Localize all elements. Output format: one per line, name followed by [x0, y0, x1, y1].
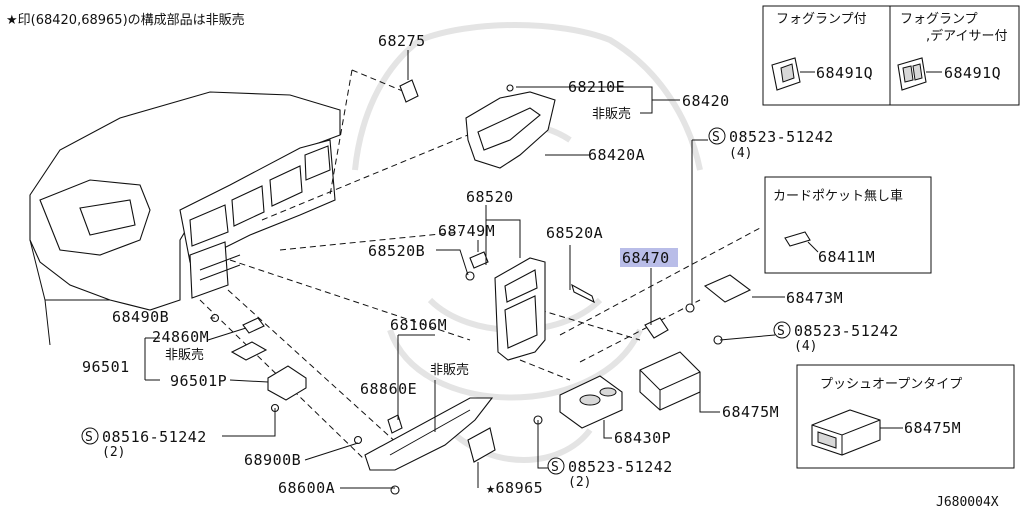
label-08523-mid-qty: (4) — [794, 339, 817, 354]
screw-symbol-mid — [773, 321, 791, 339]
label-68860E: 68860E — [360, 380, 417, 398]
part-68475M-pocket — [639, 335, 723, 411]
label-68520B: 68520B — [368, 242, 425, 260]
part-68965-subpanel — [467, 427, 496, 463]
part-68520-finisher — [465, 251, 546, 361]
screw-symbol-left-letter: S — [85, 430, 93, 445]
part-24860M-connector — [242, 317, 265, 334]
push-box-title: プッシュオープンタイプ — [820, 377, 962, 392]
label-24860M: 24860M — [152, 328, 209, 346]
screw-symbol-left — [81, 427, 99, 445]
part-labels: 68275 68210E 68420 非販売 68420A S 08523-51… — [81, 32, 999, 510]
part-68900B-clip — [353, 435, 363, 445]
fog-lamp-variant-box: フォグランプ付 フォグランプ ,デアイサー付 68491Q 68491Q — [762, 5, 1020, 106]
push-open-box: プッシュオープンタイプ 68475M — [796, 364, 1015, 469]
part-68470-bracket — [644, 317, 669, 339]
fog-col2-title-line1: フォグランプ — [900, 12, 978, 27]
label-68520A: 68520A — [546, 224, 603, 242]
label-08523-mid: 08523-51242 — [794, 322, 899, 340]
part-68275-clip — [399, 79, 419, 103]
screw-symbol-bottom-letter: S — [551, 460, 559, 475]
label-68210E: 68210E — [568, 78, 625, 96]
label-68470: 68470 — [622, 249, 670, 267]
label-68470-highlight — [620, 248, 678, 267]
label-not-for-sale-1: 非販売 — [592, 106, 631, 122]
label-not-for-sale-3: 非販売 — [430, 362, 469, 378]
label-08523-bottom: 08523-51242 — [568, 458, 673, 476]
label-08523-top: 08523-51242 — [729, 128, 834, 146]
card-pocket-box: カードポケット無し車 68411M — [764, 176, 932, 274]
part-68520A-screw — [571, 283, 595, 304]
instrument-panel — [29, 91, 341, 346]
label-68106M: 68106M — [390, 316, 447, 334]
push-box-part: 68475M — [904, 419, 961, 437]
label-08516-qty: (2) — [102, 445, 125, 460]
label-08523-top-qty: (4) — [729, 146, 752, 161]
screw-symbol-bottom — [547, 457, 565, 475]
label-68473M: 68473M — [786, 289, 843, 307]
part-96501P-housing — [267, 365, 307, 401]
label-68600A: 68600A — [278, 479, 335, 497]
callout-lines — [144, 50, 785, 489]
diagram-id: J680004X — [936, 495, 999, 510]
part-68420-cluster-lid — [465, 84, 556, 169]
screw-symbol-top-letter: S — [712, 130, 720, 145]
label-08523-bottom-qty: (2) — [568, 475, 591, 490]
label-68900B: 68900B — [244, 451, 301, 469]
part-68430P-ashtray — [533, 375, 623, 429]
label-96501: 96501 — [82, 358, 130, 376]
label-68965: ★68965 — [486, 479, 543, 497]
label-68420: 68420 — [682, 92, 730, 110]
label-68420A: 68420A — [588, 146, 645, 164]
part-68600A-screw — [390, 485, 400, 495]
card-box-title: カードポケット無し車 — [773, 189, 903, 204]
label-96501P: 96501P — [170, 372, 227, 390]
part-96501-mirror — [230, 341, 268, 361]
label-68490B: 68490B — [112, 308, 169, 326]
screw-symbol-mid-letter: S — [777, 324, 785, 339]
fog-col2-title-line2: ,デアイサー付 — [926, 28, 1007, 44]
fog-col2-part: 68491Q — [944, 64, 1001, 82]
fog-col1-title: フォグランプ付 — [776, 12, 867, 27]
label-08516: 08516-51242 — [102, 428, 207, 446]
label-not-for-sale-2: 非販売 — [165, 347, 204, 363]
label-68475M: 68475M — [722, 403, 779, 421]
header-note: ★印(68420,68965)の構成部品は非販売 — [6, 12, 245, 28]
fog-col1-part: 68491Q — [816, 64, 873, 82]
label-68520: 68520 — [466, 188, 514, 206]
label-68430P: 68430P — [614, 429, 671, 447]
label-68749M: 68749M — [438, 222, 495, 240]
label-68275: 68275 — [378, 32, 426, 50]
screw-symbol-top — [708, 127, 726, 145]
card-cover-icon — [784, 231, 811, 247]
part-68473M-tray — [703, 274, 752, 303]
card-box-part: 68411M — [818, 248, 875, 266]
